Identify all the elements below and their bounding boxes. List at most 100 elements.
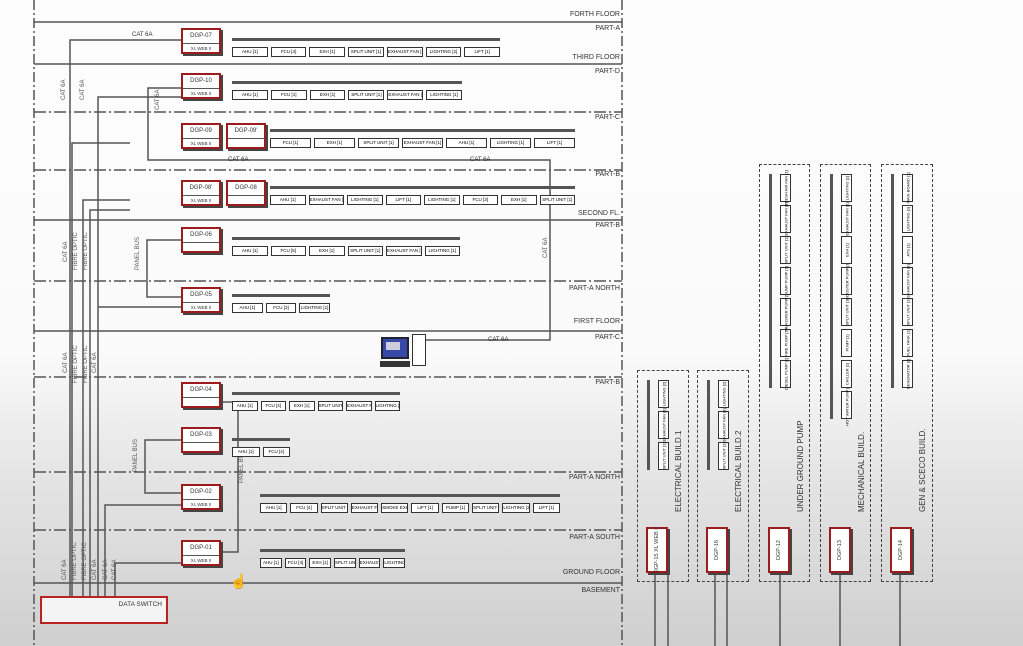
equipment-item[interactable]: AHU [1] (232, 90, 268, 100)
equipment-item[interactable]: FRESH AIR FAN [1] (780, 170, 791, 206)
panel-dgp-13[interactable]: DGP-13 (829, 527, 851, 573)
equipment-item[interactable]: LIGHTING [1] (902, 205, 913, 233)
equipment-item[interactable]: TRANSFER PUMP [1] (780, 292, 791, 332)
panel-dgp-16[interactable]: DGP-16 (706, 527, 728, 573)
equipment-item[interactable]: LIGHTING [1] (299, 303, 331, 313)
equipment-item[interactable]: ATS [1] (902, 236, 913, 264)
equipment-item[interactable]: SUMP PUMP [1] (780, 266, 791, 296)
equipment-item[interactable]: AHU [1] (232, 447, 260, 457)
equipment-item[interactable]: SPLIT UNIT [1] (348, 47, 384, 57)
equipment-item[interactable]: LIGHTING [1] (490, 138, 531, 148)
equipment-item[interactable]: SPLIT UNIT [1] (658, 442, 669, 470)
equipment-item[interactable]: SPLIT UNIT [1] (539, 195, 575, 205)
equipment-item[interactable]: AHU [1] (232, 401, 258, 411)
equipment-item[interactable]: EXH [1] (501, 195, 537, 205)
equipment-item[interactable]: FCU [5] (270, 246, 306, 256)
equipment-item[interactable]: DIESEL PUMP [1] (780, 358, 791, 390)
equipment-item[interactable]: AHU [1] (232, 246, 268, 256)
equipment-item[interactable]: HOT WATER PUMP [1] (841, 384, 852, 426)
equipment-item[interactable]: EXHAUST FAN [1] (386, 47, 423, 57)
equipment-item[interactable]: EXHAUST FAN [1] (387, 90, 424, 100)
equipment-item[interactable]: SPLIT UNIT [1] (358, 138, 399, 148)
equipment-item[interactable]: EXHAUST FAN [1] (346, 401, 372, 411)
equipment-item[interactable]: SPLIT UNIT [1] (334, 558, 356, 568)
equipment-item[interactable]: SPLIT UNIT [1] (841, 298, 852, 326)
equipment-item[interactable]: EXH [1] (309, 47, 346, 57)
equipment-item[interactable]: SPLIT UNIT [1] (780, 236, 791, 264)
equipment-item[interactable]: SPLIT UNIT [1] (718, 442, 729, 470)
equipment-item[interactable]: EXH [1] (841, 236, 852, 264)
equipment-item[interactable]: EXH [1] (309, 90, 346, 100)
equipment-item[interactable]: PUMP [1] (841, 329, 852, 357)
panel-dgp-08-prime[interactable]: DGP-08'XL WEB II (181, 180, 221, 206)
equipment-item[interactable]: LIGHTING [1] (383, 558, 406, 568)
equipment-item[interactable]: LIFT [1] (534, 138, 575, 148)
equipment-item[interactable]: FCU [3] (462, 195, 498, 205)
equipment-item[interactable]: SPLIT UNIT [1] (902, 298, 913, 326)
equipment-item[interactable]: SPLIT UNIT [1] (472, 503, 500, 513)
equipment-item[interactable]: SPLIT UNIT [1] (348, 90, 385, 100)
equipment-item[interactable]: EXHAUST FAN [1] (358, 558, 381, 568)
panel-dgp-06[interactable]: DGP-06 (181, 227, 221, 253)
panel-dgp-08[interactable]: DGP-08 (226, 180, 266, 206)
equipment-item[interactable]: LIGHTING [4] (374, 401, 400, 411)
equipment-item[interactable]: SMOKE EXH [1] (381, 503, 409, 513)
panel-dgp-12[interactable]: DGP-12 (768, 527, 790, 573)
equipment-item[interactable]: FCU [3] (265, 303, 297, 313)
equipment-item[interactable]: SPLIT UNIT [1] (347, 246, 383, 256)
equipment-item[interactable]: LIFT [1] (532, 503, 560, 513)
equipment-item[interactable]: AHU [1] (270, 195, 306, 205)
panel-dgp-04[interactable]: DGP-04 (181, 382, 221, 408)
equipment-item[interactable]: EXH [1] (314, 138, 355, 148)
equipment-item[interactable]: EXHAUST FAN [1] (841, 202, 852, 236)
panel-dgp-14[interactable]: DGP-14 (890, 527, 912, 573)
equipment-item[interactable]: EXHAUST FAN [1] (658, 408, 669, 442)
equipment-item[interactable]: PUMP [1] (441, 503, 470, 513)
equipment-item[interactable]: LIGHTING [1] (424, 195, 460, 205)
panel-dgp-15[interactable]: DGP-15 XL WEB II (646, 527, 668, 573)
equipment-item[interactable]: SPLIT UNIT [1] (317, 401, 343, 411)
equipment-item[interactable]: AHU [1] (260, 558, 282, 568)
equipment-item[interactable]: FCU [4] (270, 47, 307, 57)
panel-dgp-03[interactable]: DGP-03 (181, 427, 221, 453)
equipment-item[interactable]: SPLIT UNIT [1] (320, 503, 348, 513)
equipment-item[interactable]: LIFT [1] (411, 503, 439, 513)
equipment-item[interactable]: LIGHTING [1] (347, 195, 383, 205)
equipment-item[interactable]: AHU [1] (260, 503, 288, 513)
equipment-item[interactable]: FCU [4] (260, 401, 286, 411)
equipment-item[interactable]: FCU [4] (290, 503, 318, 513)
equipment-item[interactable]: EXHAUST FAN [1] (718, 408, 729, 442)
equipment-item[interactable]: LIGHTING [2] (502, 503, 530, 513)
equipment-item[interactable]: AHU [1] (232, 47, 268, 57)
equipment-item[interactable]: LIFT [1] (385, 195, 421, 205)
equipment-item[interactable]: EXHAUST FAN [1] (780, 202, 791, 236)
equipment-item[interactable]: AHU [1] (232, 303, 263, 313)
equipment-item[interactable]: CHILLER [1] (841, 360, 852, 388)
equipment-item[interactable]: LIGHTING [2] (658, 380, 669, 408)
equipment-item[interactable]: MAIN BOARD [1] (902, 173, 913, 203)
equipment-item[interactable]: LIGHTING [2] (718, 380, 729, 408)
equipment-item[interactable]: FCU [4] (284, 558, 307, 568)
data-switch[interactable]: DATA SWITCH (40, 596, 168, 624)
equipment-item[interactable]: FCU [1] (270, 90, 307, 100)
panel-dgp-09-prime[interactable]: DGP-09' (226, 123, 266, 149)
equipment-item[interactable]: LIGHTING [2] (425, 47, 462, 57)
equipment-item[interactable]: LIGHTING [1] (841, 174, 852, 202)
equipment-item[interactable]: LIFT [1] (464, 47, 501, 57)
equipment-item[interactable]: FCU [1] (270, 138, 311, 148)
equipment-item[interactable]: EXHAUST FAN [1] (902, 264, 913, 298)
equipment-item[interactable]: EXHAUST FAN [1] (402, 138, 443, 148)
equipment-item[interactable]: EXH [1] (309, 558, 332, 568)
equipment-item[interactable]: EXH [1] (289, 401, 315, 411)
equipment-item[interactable]: FIRE PUMP [1] (780, 329, 791, 357)
equipment-item[interactable]: EXHAUST FAN [1] (308, 195, 344, 205)
equipment-item[interactable]: BOOSTER PUMP [1] (841, 262, 852, 300)
equipment-item[interactable]: EXHAUST FAN [1] (350, 503, 379, 513)
equipment-item[interactable]: GENERATOR [1] (902, 359, 913, 389)
equipment-item[interactable]: LIGHTING [1] (424, 246, 460, 256)
